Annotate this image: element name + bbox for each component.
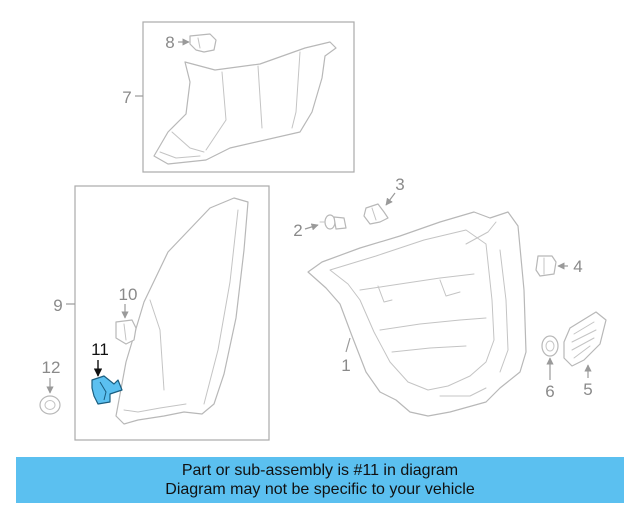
callout-11-selected[interactable]: 11 bbox=[91, 340, 109, 359]
part-1-quarter-trim-panel[interactable] bbox=[307, 211, 527, 417]
part-7-upper-trim[interactable] bbox=[153, 41, 337, 165]
callout-9[interactable]: 9 bbox=[53, 296, 62, 315]
callout-7[interactable]: 7 bbox=[122, 88, 131, 107]
part-3-clip[interactable] bbox=[363, 203, 389, 225]
part-8-clip[interactable] bbox=[189, 33, 217, 53]
part-4-fastener[interactable] bbox=[535, 255, 557, 277]
callout-6[interactable]: 6 bbox=[545, 382, 554, 401]
callout-2[interactable]: 2 bbox=[293, 221, 302, 240]
callout-4[interactable]: 4 bbox=[573, 257, 582, 276]
banner-line-1: Part or sub-assembly is #11 in diagram bbox=[181, 462, 459, 479]
callout-1[interactable]: 1 bbox=[341, 356, 350, 375]
selected-part-banner: Part or sub-assembly is #11 in diagram D… bbox=[16, 457, 624, 503]
callout-3[interactable]: 3 bbox=[395, 175, 404, 194]
callout-5[interactable]: 5 bbox=[583, 380, 592, 399]
part-2-push-pin[interactable] bbox=[319, 214, 347, 230]
callout-8[interactable]: 8 bbox=[165, 33, 174, 52]
part-11-bracket-highlighted[interactable] bbox=[91, 375, 123, 405]
part-12-grommet[interactable] bbox=[39, 395, 61, 415]
part-5-vent-grille[interactable] bbox=[563, 311, 607, 367]
part-10-clip[interactable] bbox=[115, 319, 137, 345]
inset-frame-upper bbox=[142, 21, 355, 173]
callout-labels: 1 2 3 4 5 6 7 8 9 10 12 11 bbox=[42, 33, 593, 401]
inset-frame-lower bbox=[74, 185, 270, 441]
part-6-round-clip[interactable] bbox=[541, 335, 559, 357]
banner-line-2: Diagram may not be specific to your vehi… bbox=[165, 481, 475, 498]
part-9-pillar-trim[interactable] bbox=[115, 197, 249, 425]
callout-12[interactable]: 12 bbox=[42, 358, 61, 377]
leader-lines bbox=[46, 38, 592, 394]
callout-10[interactable]: 10 bbox=[119, 285, 138, 304]
